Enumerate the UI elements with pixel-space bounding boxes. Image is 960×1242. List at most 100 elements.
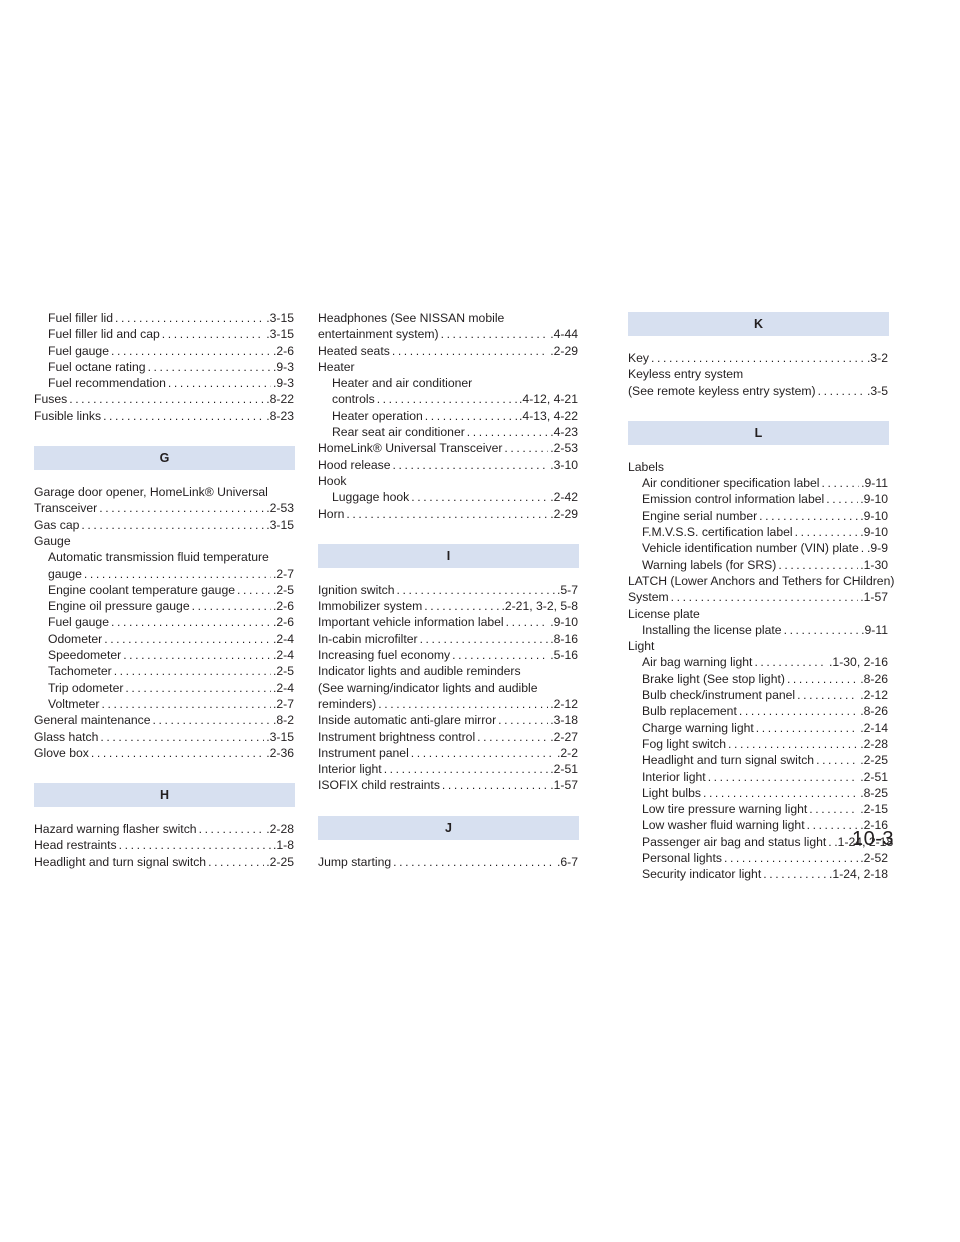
- index-entry-text: Engine serial number: [642, 508, 758, 523]
- index-entry: Fuel gauge..............................…: [34, 614, 294, 630]
- index-entry-text: Horn: [318, 506, 345, 521]
- index-entry-text: Headphones (See NISSAN mobile: [318, 311, 505, 325]
- index-entry: Vehicle identification number (VIN) plat…: [628, 540, 888, 556]
- index-letter-header: I: [318, 543, 579, 568]
- index-entry: Inside automatic anti-glare mirror......…: [318, 712, 578, 728]
- index-page-ref: .9-10: [550, 615, 578, 630]
- index-entry-text: Heater and air conditioner: [332, 376, 473, 391]
- index-entry: Glove box...............................…: [34, 745, 294, 761]
- index-page-ref: .2-51: [550, 762, 578, 777]
- index-page-ref: .2-4: [272, 648, 294, 663]
- index-entry-text: (See warning/indicator lights and audibl…: [318, 680, 538, 695]
- dot-leader: ........................................…: [783, 622, 860, 637]
- index-entry: Headlight and turn signal switch........…: [34, 854, 294, 870]
- dot-leader: ........................................…: [797, 688, 858, 703]
- index-page-ref: .4-23: [550, 425, 578, 440]
- index-entry-text: Vehicle identification number (VIN) plat…: [642, 541, 859, 556]
- dot-leader: ........................................…: [440, 327, 549, 342]
- index-entry: Engine serial number....................…: [628, 508, 888, 524]
- index-page-ref: .2-2: [556, 745, 578, 760]
- index-entry: Tachometer..............................…: [34, 663, 294, 679]
- index-letter-header: H: [34, 783, 295, 808]
- index-entry: Fuel octane rating......................…: [34, 359, 294, 375]
- index-page-ref: .2-25: [266, 854, 294, 869]
- dot-leader: ........................................…: [816, 753, 858, 768]
- index-entry-text: Heated seats: [318, 343, 390, 358]
- index-page-ref: .8-22: [266, 392, 294, 407]
- dot-leader: ........................................…: [111, 343, 271, 358]
- dot-leader: ........................................…: [763, 867, 827, 882]
- index-page-ref: .2-28: [266, 822, 294, 837]
- dot-leader: ........................................…: [83, 566, 271, 581]
- index-entry-text: Head restraints: [34, 838, 117, 853]
- index-page-ref: .2-42: [550, 490, 578, 505]
- index-entry: Bulb check/instrument panel.............…: [628, 687, 888, 703]
- index-entry-text: System: [628, 590, 669, 605]
- index-entry-text: Low tire pressure warning light: [642, 802, 808, 817]
- index-entry-text: Headlight and turn signal switch: [34, 854, 207, 869]
- dot-leader: ........................................…: [424, 599, 499, 614]
- index-entry-text: LATCH (Lower Anchors and Tethers for CHi…: [628, 573, 895, 588]
- index-entry-text: License plate: [628, 606, 700, 621]
- index-entry: In-cabin microfilter....................…: [318, 631, 578, 647]
- index-page-ref: .3-15: [266, 327, 294, 342]
- index-entry: Air conditioner specification label.....…: [628, 475, 888, 491]
- index-letter-header: L: [628, 420, 889, 445]
- dot-leader: ........................................…: [809, 802, 858, 817]
- index-entry-text: gauge: [48, 566, 82, 581]
- index-entry: Low washer fluid warning light..........…: [628, 817, 888, 833]
- index-entry-text: Gauge: [34, 533, 71, 548]
- dot-leader: ........................................…: [392, 457, 549, 472]
- dot-leader: ........................................…: [104, 631, 271, 646]
- index-entry: Glass hatch.............................…: [34, 729, 294, 745]
- index-page-ref: .3-15: [266, 729, 294, 744]
- index-page-ref: .2-16: [860, 818, 888, 833]
- index-entry: Fuel gauge..............................…: [34, 343, 294, 359]
- index-entry: Immobilizer system......................…: [318, 598, 578, 614]
- dot-leader: ........................................…: [391, 343, 549, 358]
- index-page-ref: .2-36: [266, 745, 294, 760]
- index-entry: Personal lights.........................…: [628, 850, 888, 866]
- index-entry: Odometer................................…: [34, 631, 294, 647]
- dot-leader: ........................................…: [794, 525, 859, 540]
- index-entry: Fuel recommendation.....................…: [34, 375, 294, 391]
- index-entry: Fuel filler lid and cap.................…: [34, 326, 294, 342]
- index-entry: Engine coolant temperature gauge........…: [34, 582, 294, 598]
- index-heading: Gauge: [34, 533, 294, 549]
- index-page-ref: .1-30: [860, 557, 888, 572]
- index-page-ref: .2-53: [550, 441, 578, 456]
- index-entry-text: Fuel filler lid and cap: [48, 327, 160, 342]
- index-entry-text: Labels: [628, 459, 664, 474]
- index-entry-text: Light bulbs: [642, 785, 701, 800]
- index-entry: Interior light..........................…: [628, 769, 888, 785]
- index-entry-text: Odometer: [48, 631, 103, 646]
- index-page-ref: .1-8: [272, 838, 294, 853]
- index-entry-text: Air bag warning light: [642, 655, 753, 670]
- index-entry: Rear seat air conditioner...............…: [318, 424, 578, 440]
- index-entry-text: Speedometer: [48, 648, 122, 663]
- index-entry: Headphones (See NISSAN mobile entertainme…: [318, 310, 578, 343]
- index-letter-header: G: [34, 446, 295, 471]
- index-page-ref: .3-18: [550, 713, 578, 728]
- index-page-ref: .3-10: [550, 457, 578, 472]
- dot-leader: ........................................…: [237, 582, 271, 597]
- index-page-ref: .1-24, 2-18: [834, 834, 894, 849]
- index-entry-text: Engine oil pressure gauge: [48, 599, 190, 614]
- index-page-ref: .2-21, 3-2, 5-8: [501, 599, 578, 614]
- index-page-ref: .2-7: [272, 566, 294, 581]
- index-entry-text: entertainment system): [318, 327, 439, 342]
- index-page-ref: .9-9: [866, 541, 888, 556]
- index-column-2: Headphones (See NISSAN mobile entertainme…: [318, 310, 579, 870]
- dot-leader: ........................................…: [828, 834, 832, 850]
- index-page-ref: .3-5: [866, 383, 888, 398]
- dot-leader: ........................................…: [81, 517, 264, 532]
- index-entry: General maintenance.....................…: [34, 712, 294, 728]
- index-page-ref: .2-6: [272, 599, 294, 614]
- index-page-ref: .2-4: [272, 631, 294, 646]
- index-page-ref: .4-13, 4-22: [519, 408, 578, 423]
- index-heading: Labels: [628, 459, 888, 475]
- index-entry-text: Increasing fuel economy: [318, 648, 451, 663]
- index-page-ref: .3-15: [266, 311, 294, 325]
- index-page-ref: .8-25: [860, 785, 888, 800]
